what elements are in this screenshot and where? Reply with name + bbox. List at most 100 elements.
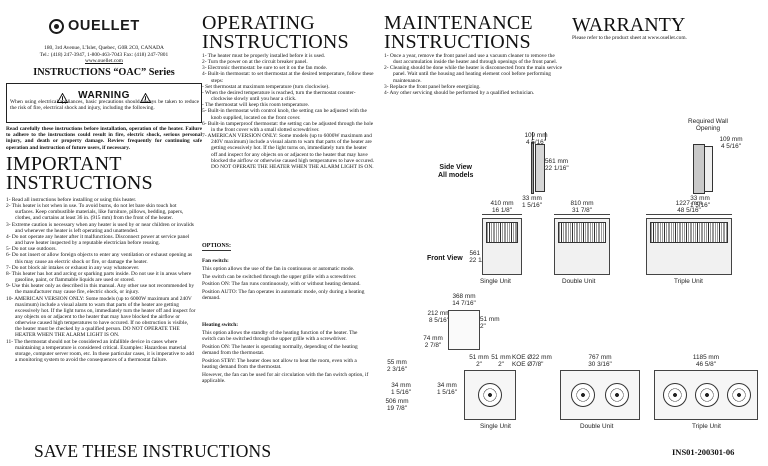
back-dim-34b-mm: 34 mm: [437, 382, 457, 389]
back-dim-212-in: 8 5/16": [428, 317, 450, 324]
operating-item-6: 6- Built-in tamperproof thermostat: the …: [202, 120, 374, 133]
fan-switch-section: Fan switch: This option allows the use o…: [202, 258, 372, 303]
important-title-line1: IMPORTANT: [6, 153, 122, 175]
brand-website[interactable]: www.ouellet.com: [85, 58, 123, 64]
back-dim-koe-mm: KOE Ø22 mm: [512, 354, 552, 361]
back-dim-506-in: 19 7/8": [386, 405, 408, 412]
back-triple-fan-1: [663, 383, 687, 407]
back-single-fan: [478, 383, 502, 407]
front-dim-1227-mm: 1227 mm: [675, 200, 703, 207]
back-single-label: Single Unit: [480, 423, 511, 430]
front-triple-grille: [650, 222, 728, 243]
side-view-flange: [531, 142, 534, 194]
side-dim-109a: 109 mm 4 5/16": [516, 132, 556, 146]
warranty-title: WARRANTY: [572, 14, 686, 36]
back-dim-1185: 1185 mm 46 5/8": [654, 354, 758, 368]
important-item-8: 8- This heater has hot and arcing or spa…: [6, 270, 192, 284]
warning-box: WARNING When using electrical appliances…: [6, 83, 202, 123]
back-dim-51b-in: 2": [476, 361, 482, 368]
maintenance-item-4: 4- Any other servicing should be perform…: [384, 89, 535, 96]
fan-switch-text-4: Position AUTO: The fan operates in autom…: [202, 289, 365, 302]
important-item-5: 5- Do not use outdoors.: [6, 246, 57, 253]
back-dim-212-mm: 212 mm: [427, 310, 451, 317]
important-item-7: 7- Do not block air intakes or exhaust i…: [6, 264, 140, 271]
back-dim-51-mm: 51 mm: [480, 316, 500, 323]
front-dim-810-line: [554, 214, 610, 215]
back-upper-bracket: [448, 310, 480, 350]
front-dim-410-mm: 410 mm: [490, 200, 514, 207]
back-double-fan-1: [571, 383, 595, 407]
maintenance-title-line2: INSTRUCTIONS: [384, 31, 531, 53]
side-dim-33a: 33 mm 1 5/16": [512, 195, 552, 209]
side-dim-33a-in: 1 5/16": [521, 202, 543, 209]
back-dim-51c-in: 2": [498, 361, 504, 368]
heating-switch-text-3: Position STBY: The heater does not allow…: [202, 357, 357, 370]
front-dim-810: 810 mm 31 7/8": [554, 200, 610, 214]
side-dim-109a-mm: 109 mm: [524, 132, 548, 139]
maintenance-item-1: 1- Once a year, remove the front panel a…: [384, 53, 558, 66]
front-dim-810-mm: 810 mm: [570, 200, 594, 207]
important-item-3: 3- Extreme caution is necessary when any…: [6, 221, 194, 234]
side-dim-561-in: 22 1/16": [545, 165, 569, 172]
front-dim-410: 410 mm 16 1/8": [482, 200, 522, 214]
back-dim-212: 212 mm 8 5/16": [426, 310, 452, 324]
warning-icon: [56, 90, 69, 104]
operating-item-3: 3- Electronic thermostat: be sure to set…: [202, 65, 328, 72]
front-view-label: Front View: [427, 255, 463, 262]
opening-heater: [704, 146, 713, 192]
important-title: IMPORTANT INSTRUCTIONS: [6, 153, 153, 193]
operating-item-5: 5- Built-in thermostat with control knob…: [202, 108, 367, 121]
back-dim-74: 74 mm 2 7/8": [422, 335, 444, 349]
warning-header: WARNING: [7, 86, 201, 104]
side-dim-33b-mm: 33 mm: [690, 195, 710, 202]
front-dim-1227: 1227 mm 48 5/16": [646, 200, 732, 214]
back-dim-34a-in: 1 5/16": [390, 389, 412, 396]
fan-switch-title: Fan switch:: [202, 258, 229, 264]
side-dim-561: 561 mm 22 1/16": [545, 158, 585, 172]
side-view-models: All models: [438, 172, 474, 179]
front-double-grille: [558, 222, 606, 243]
heating-switch-title: Heating switch:: [202, 322, 239, 328]
operating-item-4c: - The thermostat will keep this room tem…: [202, 102, 310, 109]
operating-title-line1: OPERATING: [202, 12, 315, 34]
heating-switch-text-4: However, the fan can be used for air cir…: [202, 371, 369, 384]
document-id: INS01-200301-06: [672, 447, 735, 457]
back-dim-767-mm: 767 mm: [588, 354, 612, 361]
logo-mark: [49, 19, 64, 34]
back-dim-51: 51 mm 2": [480, 316, 504, 330]
diagram-front-view: Front View 410 mm 16 1/8" 561 mm 22 1/16…: [384, 200, 766, 288]
front-double-label: Double Unit: [562, 278, 596, 285]
back-dim-368-in: 14 7/16": [452, 300, 476, 307]
back-triple-fan-3: [727, 383, 751, 407]
back-double-unit: [560, 370, 640, 420]
brand-address: 180, 3rd Avenue, L'Islet, Quebec, G0R 2C…: [44, 45, 164, 51]
back-triple-fan-2: [695, 383, 719, 407]
side-dim-line-right: [545, 132, 546, 140]
side-dim-109a-in: 4 5/16": [525, 139, 547, 146]
important-item-11: 11- The thermostat should not be conside…: [6, 338, 194, 364]
front-dim-410-line: [482, 214, 522, 215]
operating-title-line2: INSTRUCTIONS: [202, 31, 349, 53]
operating-item-4b: - When the desired temperature is reache…: [202, 89, 356, 103]
front-dim-1227-line: [646, 214, 732, 215]
important-item-2: 2- This heater is hot when in use. To av…: [6, 203, 184, 222]
front-dim-561-in: 22 1/16": [469, 257, 493, 264]
front-triple-label: Triple Unit: [674, 278, 703, 285]
back-dim-74-mm: 74 mm: [423, 335, 443, 342]
back-dim-767: 767 mm 30 3/16": [560, 354, 640, 368]
brand-phones: Tel.: (418) 247-3947, 1-800-463-7043 Fax…: [39, 51, 169, 58]
maintenance-item-2: 2- Cleaning should be done while the hea…: [384, 65, 562, 84]
back-dim-34b-in: 1 5/16": [436, 389, 458, 396]
back-single-unit: [464, 370, 516, 420]
warranty-text: Please refer to the product sheet at www…: [572, 35, 687, 41]
back-dim-55-in: 2 3/16": [386, 366, 408, 373]
back-dim-74-in: 2 7/8": [424, 342, 442, 349]
side-view-label: Side View All models: [438, 164, 473, 180]
front-single-unit: [482, 218, 522, 275]
important-item-4: 4- Do not operate any heater after it ma…: [6, 233, 190, 247]
back-dim-34a: 34 mm 1 5/16": [388, 382, 414, 396]
side-view-title: Side View: [439, 164, 472, 171]
back-dim-51c-mm: 51 mm: [491, 354, 511, 361]
warning-title: WARNING: [78, 89, 130, 101]
back-dim-1185-mm: 1185 mm: [692, 354, 720, 361]
